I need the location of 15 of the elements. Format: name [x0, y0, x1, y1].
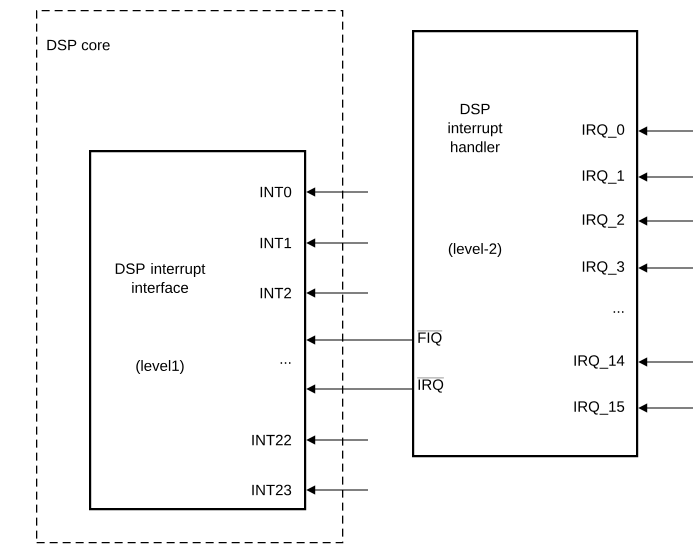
- pin-label: IRQ_3: [582, 261, 624, 275]
- pin-label: IRQ_14: [574, 355, 624, 369]
- pin-label: INT2: [260, 288, 292, 298]
- pin-label: INT23: [252, 484, 292, 496]
- ellipsis: ...: [614, 311, 624, 313]
- pin-label: IRQ_1: [582, 170, 624, 184]
- pin-label: INT0: [260, 186, 292, 198]
- pin-label: FIQ: [417, 330, 442, 346]
- ellipsis: ...: [280, 362, 290, 364]
- pin-label: INT1: [260, 238, 292, 248]
- pin-label: INT22: [252, 434, 292, 446]
- pin-label: IRQ_15: [574, 401, 624, 415]
- pin-label: IRQ_2: [582, 214, 624, 228]
- pin-label: IRQ_0: [582, 124, 624, 138]
- pin-label: IRQ: [417, 378, 444, 393]
